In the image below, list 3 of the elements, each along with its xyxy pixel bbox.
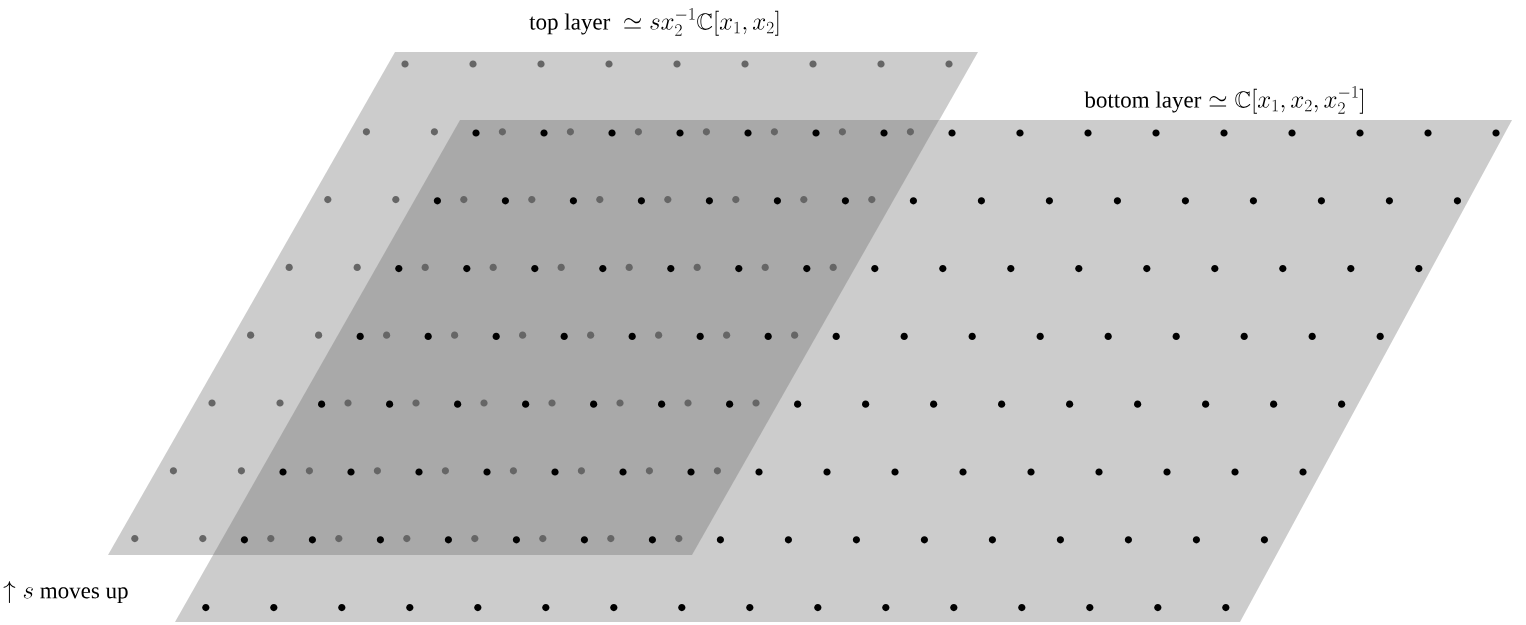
layer-label: $\text{bottom layer} \simeq \mathbb{C}[x_1,x_2,x_2^{-1}]$ bbox=[1084, 86, 1363, 114]
layer-label: $\text{top layer}\ \simeq sx_2^{-1}\mathbb{C}[x_1,x_2]$ bbox=[529, 8, 779, 36]
note-text: $\uparrow s\ \text{moves up}$ bbox=[3, 580, 128, 604]
